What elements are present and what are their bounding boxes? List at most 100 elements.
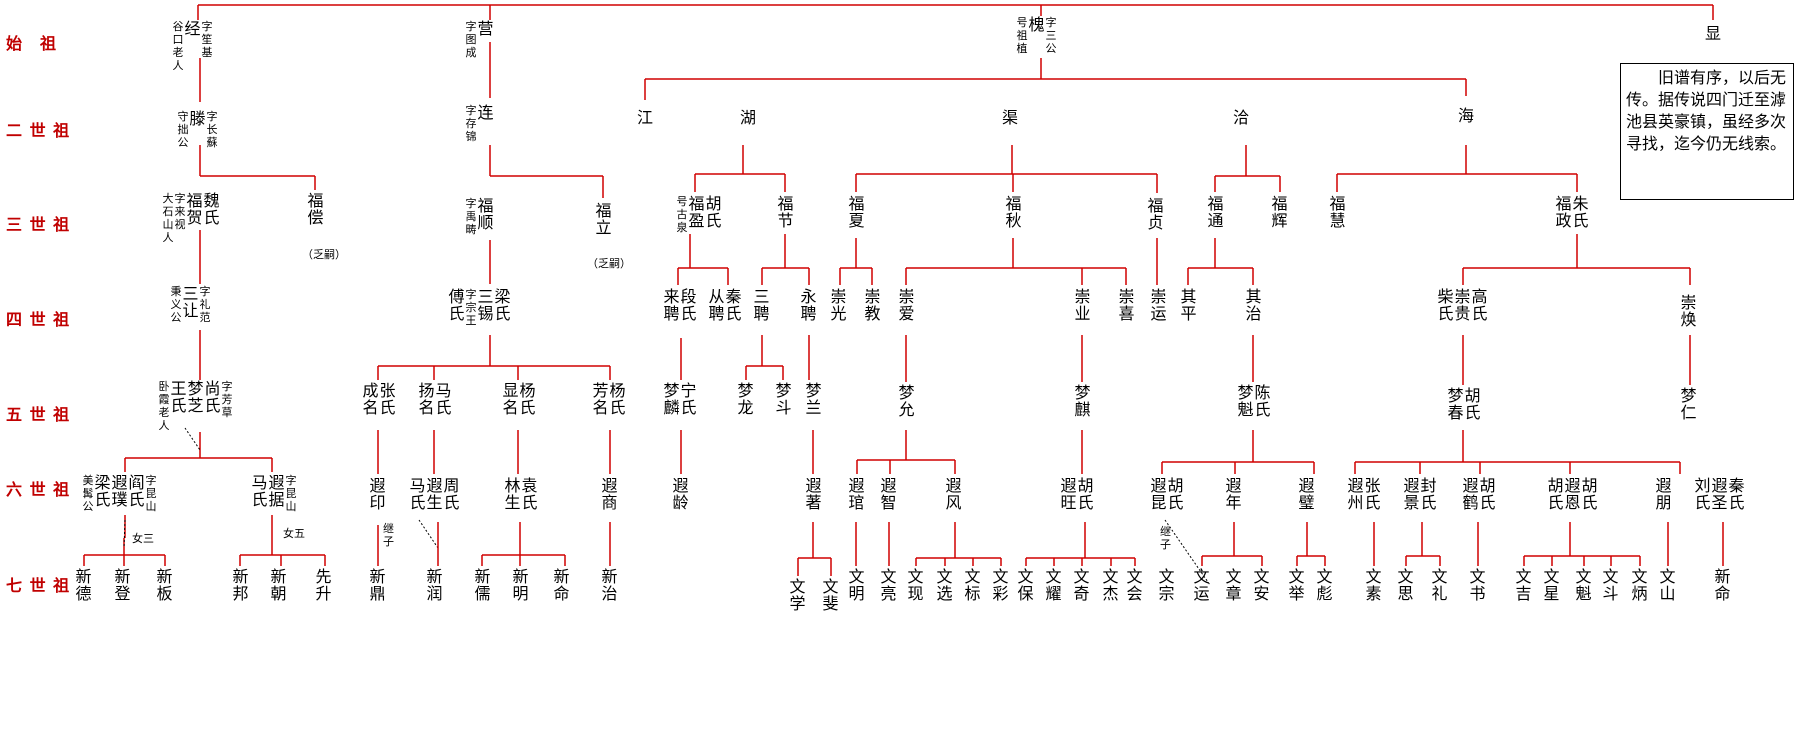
name-column: 守拙公 — [177, 110, 189, 149]
name-column: 梦允 — [898, 383, 915, 419]
person-node: 江 — [637, 108, 654, 127]
person-node: 新鼎 — [369, 568, 386, 602]
person-node: 显名杨氏 — [502, 382, 536, 416]
name-column: 文耀 — [1045, 567, 1062, 603]
name-column: 字三公 — [1045, 16, 1057, 55]
person-node: 芳名杨氏 — [592, 382, 626, 416]
person-node: 文素 — [1365, 568, 1382, 602]
person-node: 福贞 — [1147, 197, 1164, 231]
name-column: 新润 — [426, 567, 443, 603]
name-column: 福节 — [777, 194, 794, 230]
name-column: 字禹畴 — [465, 197, 477, 236]
name-column: 梁氏 — [94, 473, 111, 509]
name-column: 文现 — [907, 567, 924, 603]
person-node: 福通 — [1207, 195, 1224, 229]
person-node: 来聘段氏 — [663, 288, 697, 322]
person-node: 文举 — [1288, 568, 1305, 602]
name-column: 谷口老人 — [172, 20, 184, 72]
person-node: 显 — [1705, 24, 1722, 43]
name-column: 遐朋 — [1655, 476, 1672, 512]
name-column: 字笙基 — [201, 20, 213, 59]
tag-daughters: 女三 — [132, 532, 154, 545]
person-node: 遐景封氏 — [1403, 477, 1437, 511]
name-column: 遐琯 — [848, 476, 865, 512]
name-column: 滕 — [189, 109, 206, 128]
name-column: 崇爱 — [898, 287, 915, 323]
name-column: 遐景 — [1403, 476, 1420, 512]
name-column: 新治 — [601, 567, 618, 603]
person-node: 傅氏字宗王三锡梁氏 — [448, 288, 511, 327]
gen-label-7: 七 世 祖 — [6, 576, 71, 595]
person-node: 渠 — [1002, 108, 1019, 127]
name-column: 遐璞 — [111, 473, 128, 509]
gen-label-3: 三 世 祖 — [6, 215, 71, 234]
name-column: 福政 — [1555, 194, 1572, 230]
person-node: 福政朱氏 — [1555, 195, 1589, 229]
name-column: 崇运 — [1150, 287, 1167, 323]
name-column: 梦春 — [1447, 386, 1464, 422]
name-column: 号祖植 — [1016, 16, 1028, 55]
name-column: 文保 — [1017, 567, 1034, 603]
person-node: 文彩 — [992, 568, 1009, 602]
person-node: 林生袁氏 — [504, 477, 538, 511]
person-node: 秉义公三让字礼范 — [170, 285, 211, 324]
name-column: 秦氏 — [1728, 476, 1745, 512]
person-node: 文魁 — [1575, 568, 1592, 602]
person-node: 崇喜 — [1118, 288, 1135, 322]
person-node: 崇光 — [830, 288, 847, 322]
name-column: 新儒 — [474, 567, 491, 603]
name-column: 遐商 — [601, 476, 618, 512]
name-column: 梁氏 — [494, 287, 511, 323]
person-node: 遐商 — [601, 477, 618, 511]
name-column: 傅氏 — [448, 287, 465, 323]
gen-label-6: 六 世 祖 — [6, 480, 71, 499]
name-column: 新邦 — [232, 567, 249, 603]
name-column: 袁氏 — [521, 476, 538, 512]
gen-label-2: 二 世 祖 — [6, 121, 71, 140]
name-column: 芳名 — [592, 381, 609, 417]
name-column: 文山 — [1659, 567, 1676, 603]
person-node: 三聘 — [753, 288, 770, 322]
person-node: 福辉 — [1271, 195, 1288, 229]
name-column: 先升 — [315, 567, 332, 603]
name-column: 崇光 — [830, 287, 847, 323]
name-column: 梦兰 — [805, 381, 822, 417]
name-column: 文思 — [1397, 567, 1414, 603]
name-column: 高氏 — [1471, 287, 1488, 323]
name-column: 字昆山 — [285, 474, 297, 513]
person-node: 扬名马氏 — [418, 382, 452, 416]
name-column: 宁氏 — [680, 381, 697, 417]
name-column: 梦斗 — [775, 381, 792, 417]
person-node: 新命 — [1714, 568, 1731, 602]
person-node: 新儒 — [474, 568, 491, 602]
name-column: 遐昆 — [1150, 476, 1167, 512]
person-node: 从聘秦氏 — [708, 288, 742, 322]
person-node: 守拙公滕字长蘇 — [177, 110, 218, 149]
name-column: 崇喜 — [1118, 287, 1135, 323]
person-node: 文选 — [936, 568, 953, 602]
name-column: 福辉 — [1271, 194, 1288, 230]
person-node: 文章 — [1225, 568, 1242, 602]
person-node: 文炳 — [1631, 568, 1648, 602]
person-node: 新明 — [512, 568, 529, 602]
person-node: 文安 — [1253, 568, 1270, 602]
name-column: 马氏 — [409, 476, 426, 512]
name-column: 福偿 — [307, 191, 324, 227]
name-column: 福慧 — [1329, 194, 1346, 230]
name-column: 胡氏 — [1167, 476, 1184, 512]
name-column: 梦魁 — [1237, 383, 1254, 419]
person-node: 新治 — [601, 568, 618, 602]
person-node: 新邦 — [232, 568, 249, 602]
name-column: 其治 — [1245, 287, 1262, 323]
name-column: 遐圣 — [1711, 476, 1728, 512]
name-column: 柴氏 — [1437, 287, 1454, 323]
name-column: 扬名 — [418, 381, 435, 417]
gen-label-5: 五 世 祖 — [6, 405, 71, 424]
person-node: 梦魁陈氏 — [1237, 384, 1271, 418]
name-column: 遐风 — [945, 476, 962, 512]
name-column: 字图成 — [465, 20, 477, 59]
note-box: 旧谱有序，以后无传。据传说四门迁至滹池县英豪镇，虽经多次寻找，迄今仍无线索。 — [1620, 63, 1794, 200]
person-node: 其治 — [1245, 288, 1262, 322]
